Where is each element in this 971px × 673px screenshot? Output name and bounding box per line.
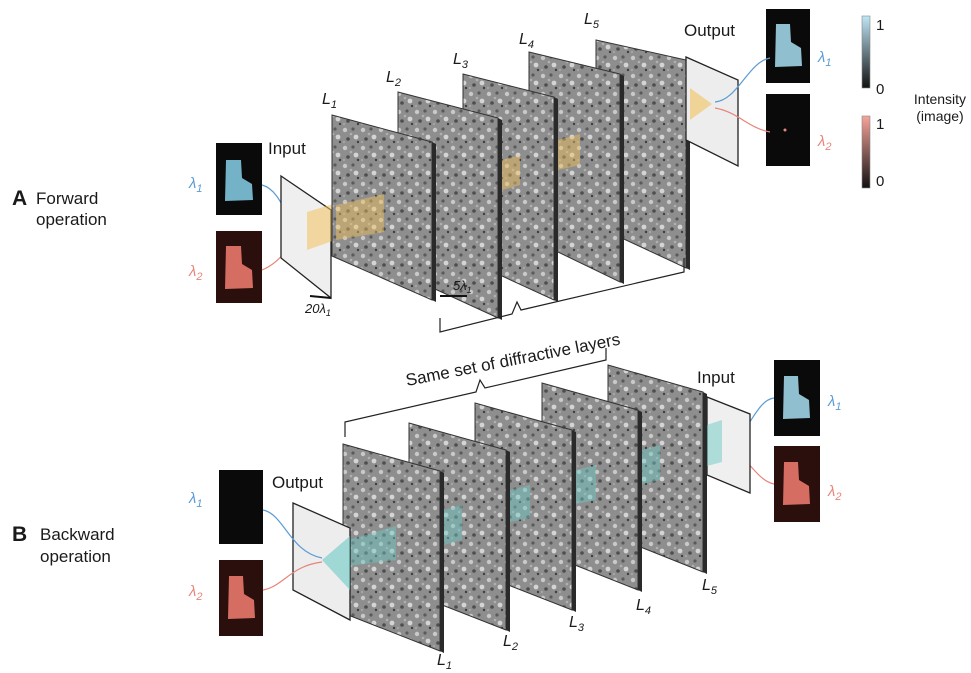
colorbar-red-min: 0 (876, 173, 884, 190)
panel-forward: λ1 λ2 Input 20λ1 (12, 9, 966, 320)
colorbar-red-max: 1 (876, 116, 884, 133)
backward-beam-segment (576, 465, 596, 504)
colorbar-red (861, 115, 871, 189)
colorbar-blue (861, 15, 871, 89)
forward-beam-segment (336, 194, 384, 240)
panel-a-line2: operation (36, 210, 107, 229)
out-lambda1-arrow (714, 57, 771, 103)
forward-layer-1 (331, 114, 436, 302)
forward-layer-3-label: L3 (453, 51, 469, 71)
bwd-out-lambda1-arrow (262, 509, 323, 559)
intensity-title: Intensity (914, 91, 966, 107)
backward-layer-5-label: L5 (702, 577, 718, 597)
forward-layer-4-label: L4 (519, 31, 534, 51)
backward-input-image-lambda1 (774, 360, 820, 436)
output-plane (685, 56, 739, 168)
forward-layer-1-label: L1 (322, 91, 337, 111)
forward-layer-5-label: L5 (584, 11, 600, 31)
out-lambda1-label: λ1 (817, 49, 832, 69)
backward-beam-segment (642, 445, 660, 484)
out-lambda2-arrow (714, 107, 771, 133)
input-image-lambda1 (216, 143, 262, 215)
panel-b-letter: B (12, 523, 27, 546)
bwd-out-lambda2-label: λ2 (188, 583, 203, 603)
panel-a-letter: A (12, 187, 27, 210)
bwd-in-lambda2-label: λ2 (827, 483, 842, 503)
intensity-subtitle: (image) (916, 108, 963, 124)
scalebar-input-label: 20λ1 (304, 301, 331, 318)
panel-backward: λ1 λ2 Input (12, 360, 842, 672)
out-lambda2-label: λ2 (817, 133, 832, 153)
backward-layer-4-label: L4 (636, 597, 651, 617)
backward-input-plane-label: Input (697, 368, 735, 387)
input-plane-label: Input (268, 139, 306, 158)
backward-beam-segment (444, 505, 462, 545)
shared-layers-label: Same set of diffractive layers (404, 330, 622, 390)
backward-layer-1-label: L1 (437, 652, 452, 672)
scalebar-layer-label: 5λ1 (453, 278, 472, 295)
colorbar-blue-max: 1 (876, 17, 884, 34)
panel-a-line1: Forward (36, 189, 98, 208)
output-image-lambda1 (766, 9, 810, 83)
input-image-lambda2 (216, 231, 262, 303)
forward-beam-segment (558, 134, 580, 170)
output-plane-label: Output (684, 21, 735, 40)
scalebar-input (309, 295, 332, 299)
bwd-out-lambda2-arrow (262, 561, 323, 591)
bwd-in-lambda1-label: λ1 (827, 393, 842, 413)
panel-b-line1: Backward (40, 525, 115, 544)
backward-beam-segment (510, 485, 530, 522)
backward-output-plane-label: Output (272, 473, 323, 492)
forward-beam-output (690, 88, 712, 120)
forward-layer-2-label: L2 (386, 69, 401, 89)
lambda2-label: λ2 (188, 263, 203, 283)
panel-b-line2: operation (40, 547, 111, 566)
bwd-out-lambda1-label: λ1 (188, 490, 203, 510)
backward-layer-3-label: L3 (569, 614, 585, 634)
lambda1-label: λ1 (188, 175, 203, 195)
colorbar-blue-min: 0 (876, 81, 884, 98)
backward-output-image-lambda1 (219, 470, 263, 544)
forward-beam-segment (502, 155, 520, 190)
backward-input-image-lambda2 (774, 446, 820, 522)
backward-layer-2-label: L2 (503, 633, 518, 653)
output-image-lambda2 (766, 94, 810, 166)
backward-output-image-lambda2 (219, 560, 263, 636)
backward-beam-segment (348, 526, 396, 566)
backward-beam-output (322, 536, 350, 590)
